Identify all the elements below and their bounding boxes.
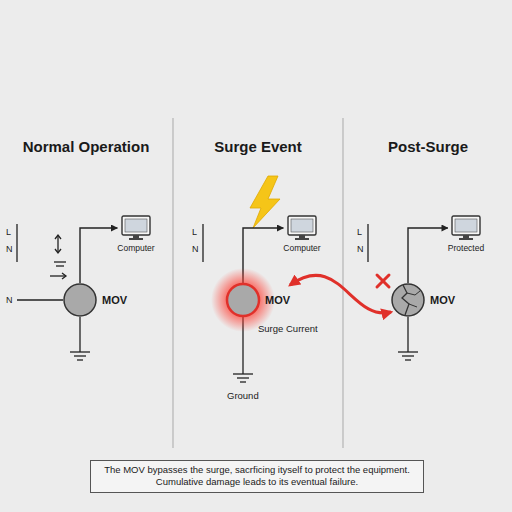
terminal-label: N <box>6 295 13 306</box>
mov-symbol <box>226 283 260 317</box>
terminal-label: L <box>192 227 197 238</box>
device-label: Computer <box>283 243 320 253</box>
computer-icon: Protected <box>448 215 484 253</box>
panel-region: Normal OperationComputerMOV <box>0 128 172 446</box>
terminal-label: N <box>6 244 13 255</box>
panel-region: Post-SurgeProtectedMOV <box>344 128 512 446</box>
computer-icon: Computer <box>117 215 154 253</box>
terminal-label: Surge Current <box>258 323 318 334</box>
mov-component: MOV <box>226 283 290 317</box>
monitor-symbol <box>451 215 481 241</box>
mov-component: MOV <box>63 283 127 317</box>
panel-title: Normal Operation <box>0 138 172 155</box>
mov-symbol <box>63 283 97 317</box>
panel-title: Post-Surge <box>344 138 512 155</box>
terminal-label: N <box>192 244 199 255</box>
component-label: MOV <box>102 294 127 306</box>
panel-divider <box>342 118 343 448</box>
connector <box>80 228 117 283</box>
lightning-bolt <box>250 176 280 228</box>
mov-component: MOV <box>391 283 455 317</box>
component-label: MOV <box>265 294 290 306</box>
connector <box>408 228 448 283</box>
device-label: Computer <box>117 243 154 253</box>
terminal-label: L <box>6 227 11 238</box>
terminal-label: L <box>357 227 362 238</box>
panel-title: Surge Event <box>174 138 342 155</box>
terminal-label: Ground <box>227 390 259 401</box>
monitor-symbol <box>121 215 151 241</box>
panel-divider <box>172 118 173 448</box>
caption-text: The MOV bypasses the surge, sacrficing i… <box>97 464 417 489</box>
monitor-symbol <box>287 215 317 241</box>
component-label: MOV <box>430 294 455 306</box>
caption-box: The MOV bypasses the surge, sacrficing i… <box>90 460 424 493</box>
computer-icon: Computer <box>283 215 320 253</box>
connector <box>290 275 391 313</box>
mov-symbol <box>391 283 425 317</box>
fault-cross <box>377 275 389 287</box>
device-label: Protected <box>448 243 484 253</box>
terminal-label: N <box>357 244 364 255</box>
